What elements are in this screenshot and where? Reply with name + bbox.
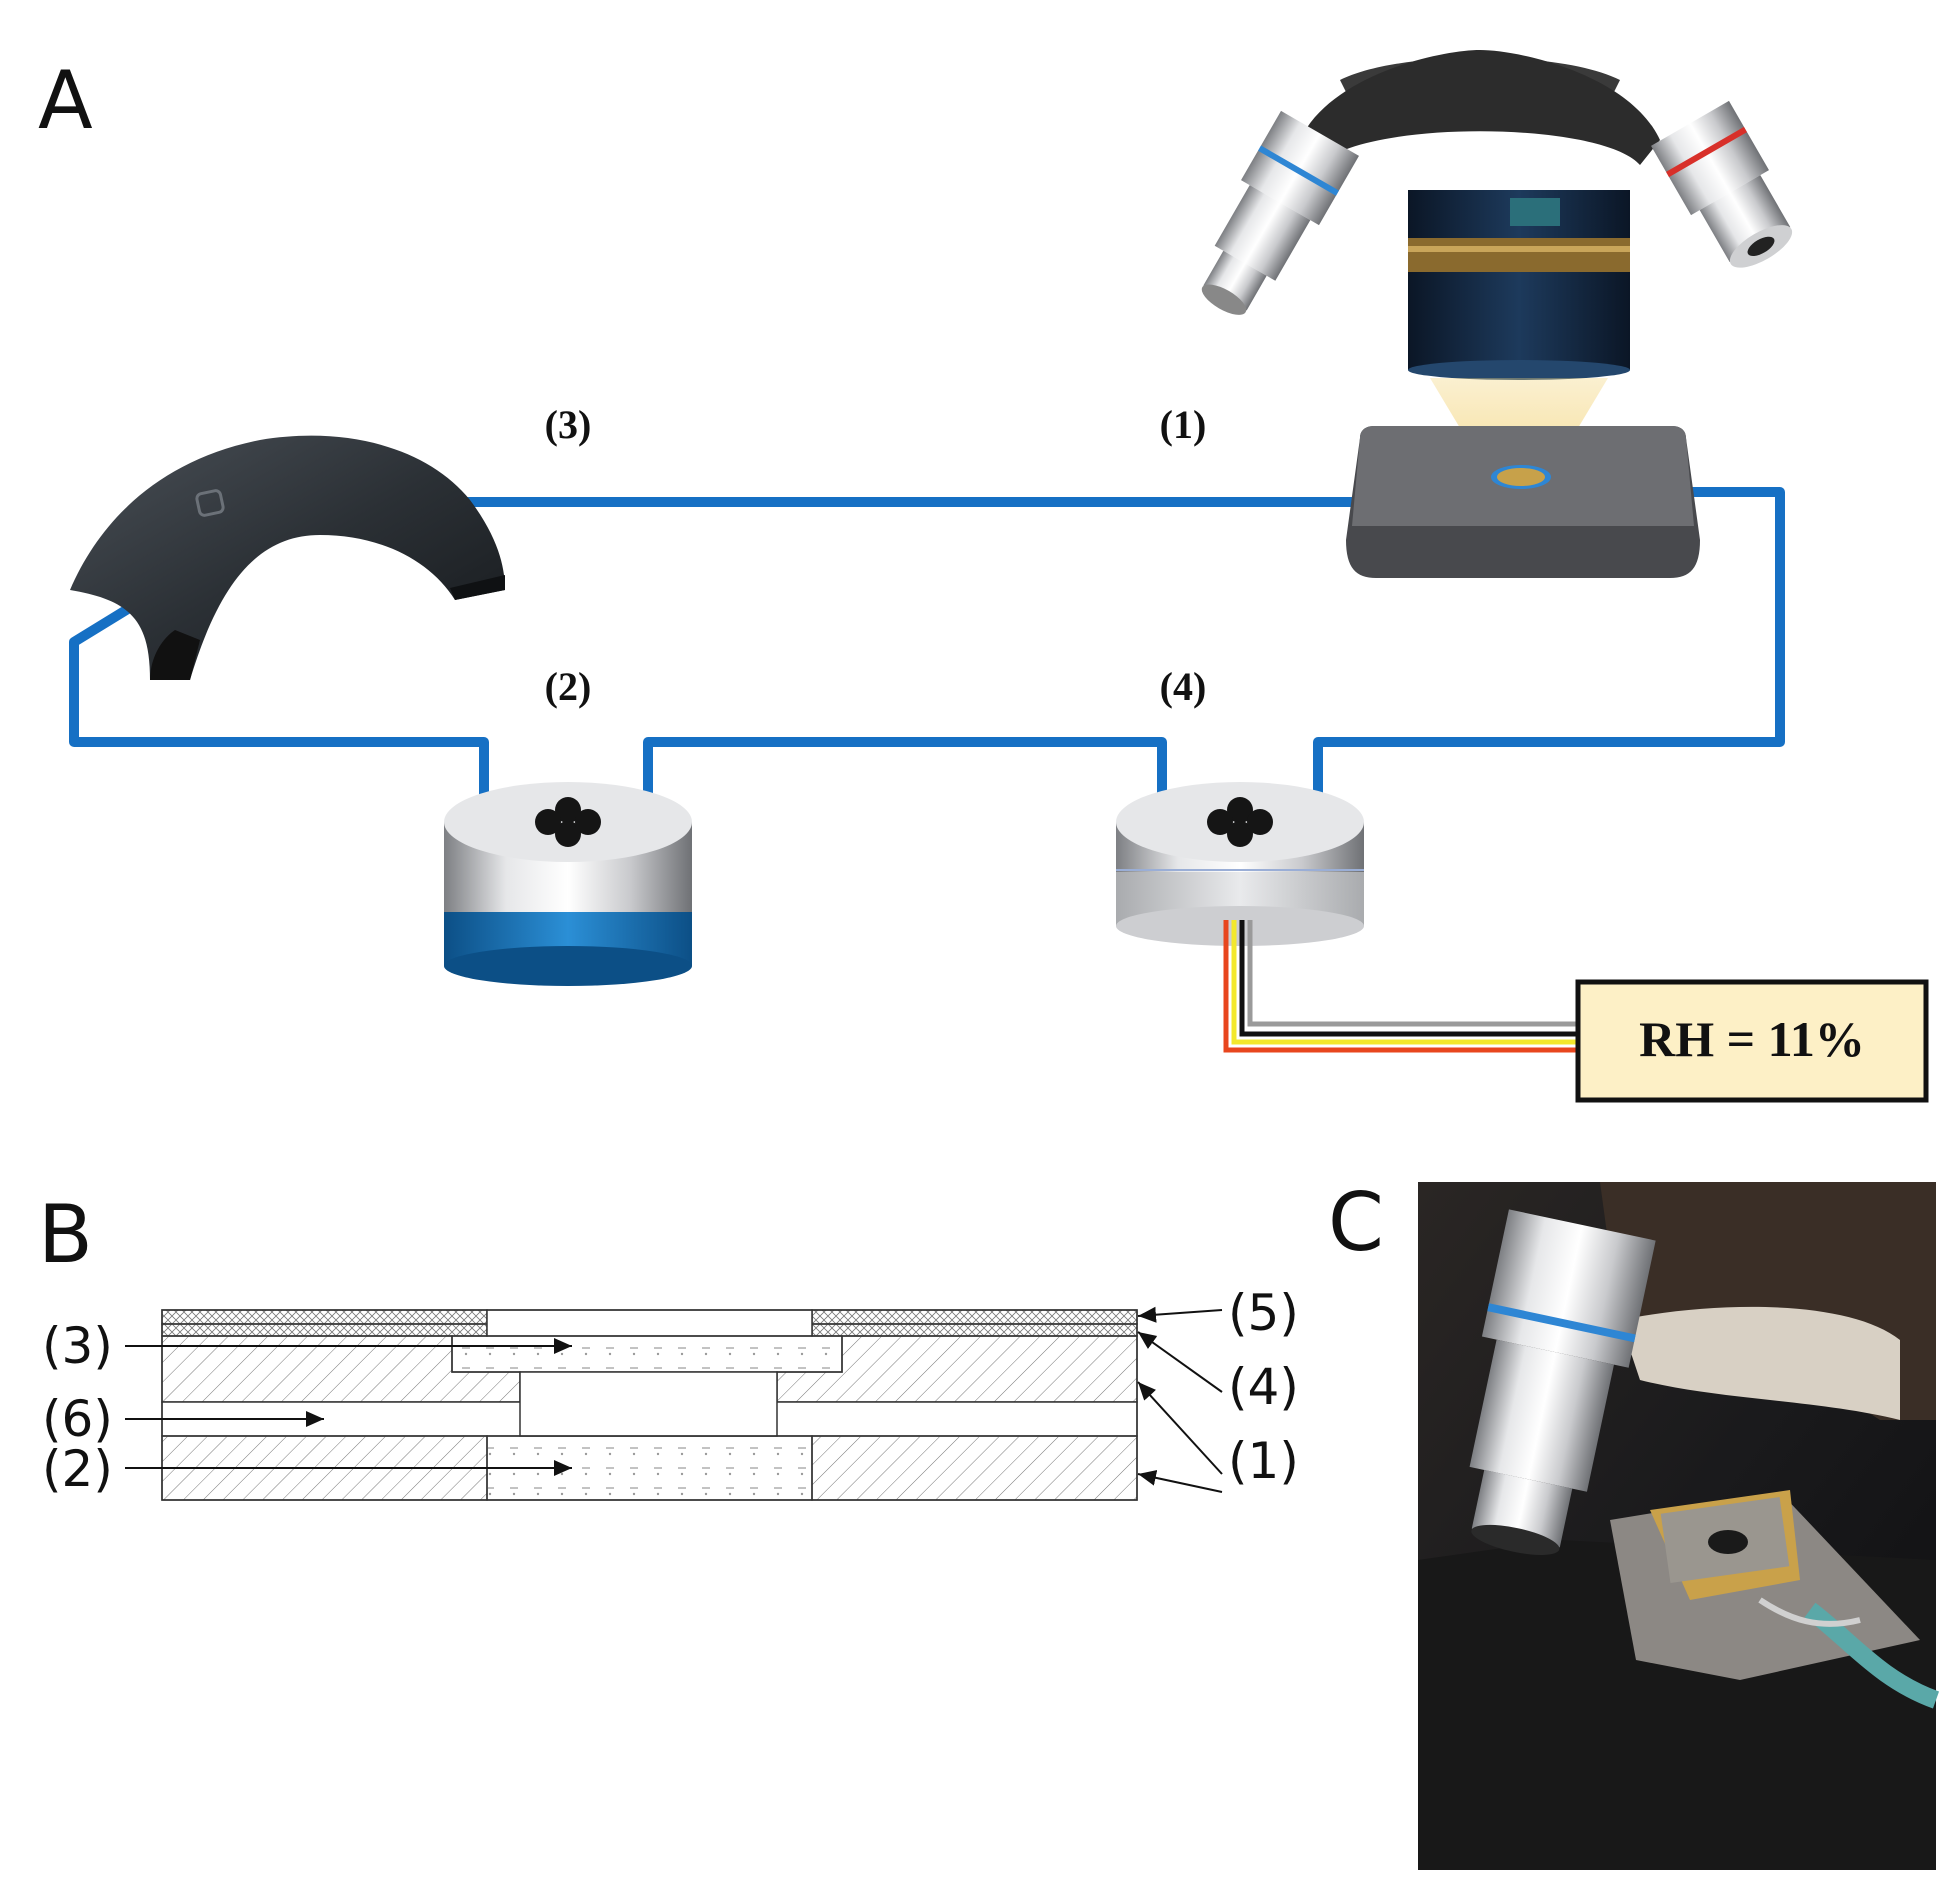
label-air-channel: (6) [42,1390,113,1448]
label-cover-glass: (5) [1228,1284,1299,1342]
label-air-pump: (3) [545,402,592,447]
rh-readout-box [1575,979,1929,1103]
panel-b-letter: B [38,1188,93,1281]
tube-stage-to-sensor-chamber [1313,487,1785,800]
panel-b: B [38,1188,1299,1501]
panel-c: C [1328,1176,1940,1870]
label-cell-body: (1) [1228,1432,1299,1490]
label-seal: (4) [1228,1358,1299,1416]
label-specimen-chamber: (3) [42,1317,113,1375]
rh-readout-value: RH = 11% [1639,1011,1865,1067]
label-salt-reservoir: (2) [42,1440,113,1498]
cross-section-arrows [125,1306,1223,1493]
label-sample-stage: (1) [1160,402,1207,447]
panel-c-letter: C [1328,1176,1384,1269]
panel-a-letter: A [38,54,93,147]
air-tubing [69,487,1785,800]
microscope-objective-icon [1201,50,1793,380]
tube-pump-to-chamber [69,583,489,800]
label-sensor-chamber: (4) [1160,664,1207,709]
sensor-wires [1223,920,1580,1053]
tube-chamber-to-sensor-chamber [643,737,1167,800]
label-humidity-chamber: (2) [545,664,592,709]
humidity-chamber-icon [444,782,692,986]
humidity-sensor-icon [1116,782,1364,946]
setup-photo [1418,1182,1940,1870]
sample-stage [1346,426,1700,578]
air-pump-icon [70,435,505,680]
panel-a: A [38,50,1929,1103]
cell-cross-section [161,1309,1138,1501]
